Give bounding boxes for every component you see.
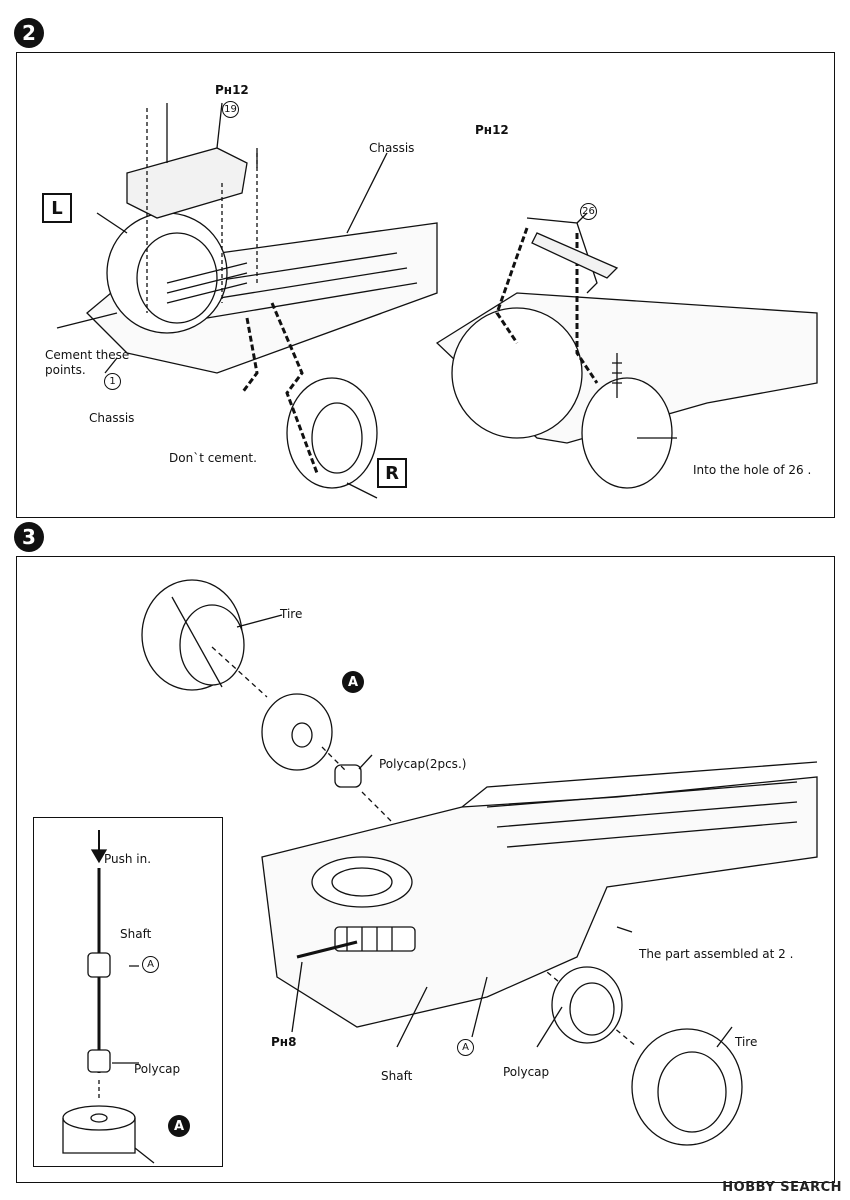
part-19-label: 19: [222, 101, 239, 118]
tire-en-label: Tire: [280, 607, 303, 621]
side-right-tag: R: [377, 458, 407, 488]
inset-push-en-label: Push in.: [104, 852, 152, 866]
part-1-label: 1: [104, 373, 121, 390]
chassis-en-label: Chassis: [369, 141, 415, 155]
assembly-inset: Push in. Shaft A Polycap A: [33, 817, 223, 1167]
step-2-panel: Pн12 19 Pн12 Chassis L R Cement these po…: [16, 52, 835, 518]
hobby-search-watermark: HOBBY SEARCH: [722, 1180, 842, 1195]
part-a-label-shaft: A: [457, 1039, 474, 1056]
cement-en-label-1: Cement these: [45, 348, 130, 362]
assembled-en-label: The part assembled at 2 .: [639, 947, 794, 961]
inset-part-a-badge: A: [168, 1115, 190, 1137]
nocement-en-label: Don`t cement.: [169, 451, 257, 465]
tire2-en-label: Tire: [735, 1035, 758, 1049]
inset-polycap-en-label: Polycap: [134, 1062, 181, 1076]
chassis2-en-label: Chassis: [89, 411, 135, 425]
cement-en-label-2: points.: [45, 363, 86, 377]
step-2-badge: 2: [14, 18, 44, 48]
step-2-illustration: [56, 102, 818, 499]
step-3-illustration: [141, 579, 818, 1146]
polycap2-en-label: Polycap: [503, 1065, 550, 1079]
inset-shaft-en-label: Shaft: [120, 927, 152, 941]
polycap-en-label: Polycap(2pcs.): [379, 757, 467, 771]
hole-en-label: Into the hole of 26 .: [693, 463, 812, 477]
side-left-tag: L: [42, 193, 72, 223]
part-26-label: 26: [580, 203, 597, 220]
chassis-ref-label: Pн12: [475, 123, 509, 137]
step-3-badge: 3: [14, 522, 44, 552]
shaft-en-label: Shaft: [381, 1069, 413, 1083]
ph8-label: Pн8: [271, 1035, 297, 1049]
inset-illustration: [62, 830, 155, 1164]
inset-part-a-label: A: [142, 956, 159, 973]
part-ref-top: Pн12: [215, 83, 249, 97]
part-a-badge-wheel: A: [342, 671, 364, 693]
step-3-panel: Tire A Polycap(2pcs.) The part assembled…: [16, 556, 835, 1183]
